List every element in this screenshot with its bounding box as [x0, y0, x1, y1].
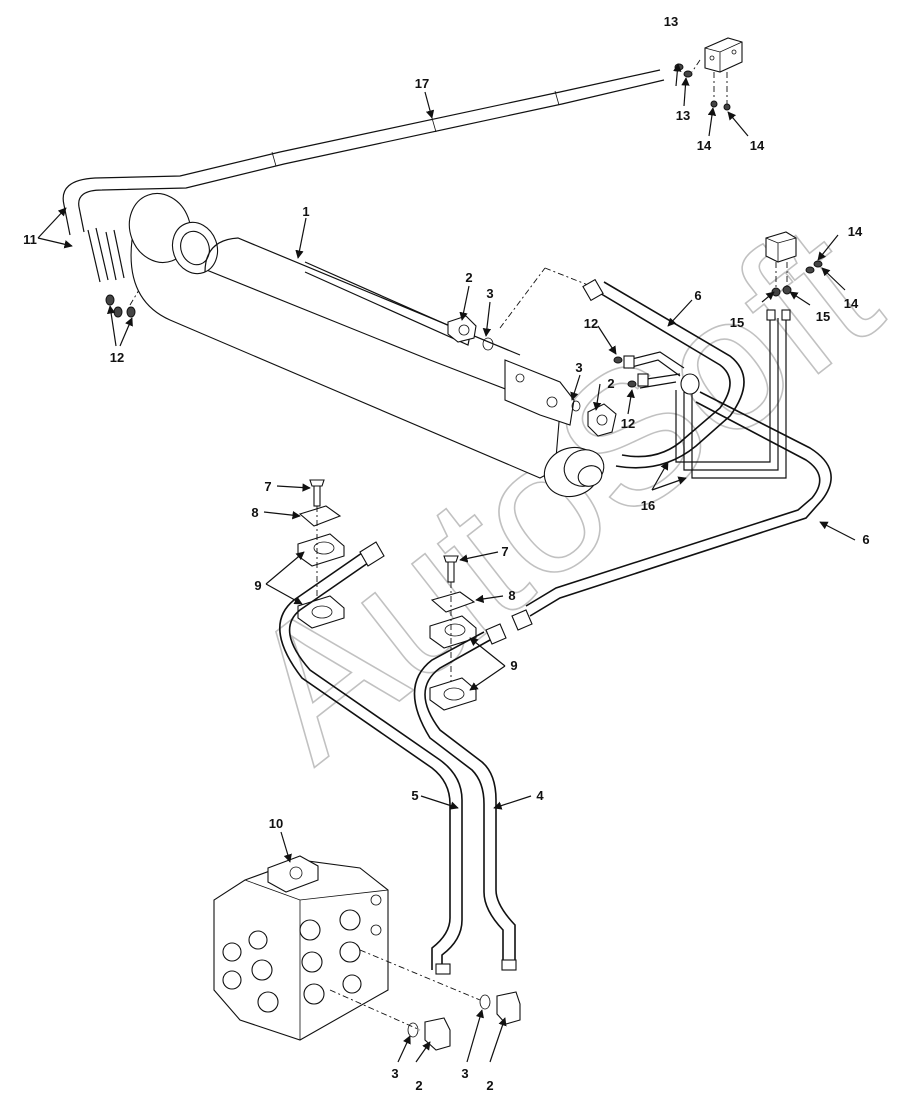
line-6	[511, 278, 832, 631]
cylinder-fittings	[447, 267, 617, 437]
callout-7-upper: 7	[264, 479, 271, 494]
callout-8-lower: 8	[508, 588, 515, 603]
callout-12-left: 12	[110, 350, 124, 365]
callout-9-upper: 9	[254, 578, 261, 593]
callout-9-lower: 9	[510, 658, 517, 673]
callout-1: 1	[302, 204, 309, 219]
valve-fittings	[407, 991, 521, 1051]
line-5	[279, 541, 463, 975]
lines-16	[675, 231, 823, 479]
callout-8-upper: 8	[251, 505, 258, 520]
control-valve	[213, 855, 481, 1041]
callout-2-bottom-left: 2	[415, 1078, 422, 1093]
upper-manifold-block	[674, 37, 743, 111]
callout-11: 11	[23, 232, 37, 247]
callout-2-mid: 2	[607, 376, 614, 391]
callout-2-bottom-right: 2	[486, 1078, 493, 1093]
callout-17: 17	[415, 76, 429, 91]
hydraulic-cylinder	[128, 192, 605, 498]
callout-3-bottom-right: 3	[461, 1066, 468, 1081]
clamp-set-upper	[297, 479, 345, 629]
clamp-set-lower	[429, 555, 477, 711]
line-4	[413, 623, 517, 971]
callout-14-upper-right: 14	[750, 138, 765, 153]
callout-3-mid: 3	[575, 360, 582, 375]
callout-2-upper: 2	[465, 270, 472, 285]
callout-14-upper-left: 14	[697, 138, 712, 153]
right-elbow-fittings	[613, 351, 685, 389]
callout-7-lower: 7	[501, 544, 508, 559]
callout-14-right-bottom: 14	[844, 296, 859, 311]
leader-lines	[37, 63, 856, 1063]
callout-14-right-top: 14	[848, 224, 863, 239]
callout-13-top: 13	[664, 14, 678, 29]
line-17	[62, 69, 665, 236]
callout-13-bottom: 13	[676, 108, 690, 123]
callout-10: 10	[269, 816, 283, 831]
callout-labels: 1 2 3 3 2 12 12 6 6 13 13 14 14 17 11 12…	[23, 14, 869, 1093]
callout-5: 5	[411, 788, 418, 803]
callout-6-upper: 6	[694, 288, 701, 303]
callout-12-right-bottom: 12	[621, 416, 635, 431]
callout-15-left: 15	[730, 315, 744, 330]
callout-3-bottom-left: 3	[391, 1066, 398, 1081]
callout-4: 4	[536, 788, 544, 803]
callout-16: 16	[641, 498, 655, 513]
callout-12-right-top: 12	[584, 316, 598, 331]
callout-15-right: 15	[816, 309, 830, 324]
callout-3-upper: 3	[486, 286, 493, 301]
callout-6-right: 6	[862, 532, 869, 547]
